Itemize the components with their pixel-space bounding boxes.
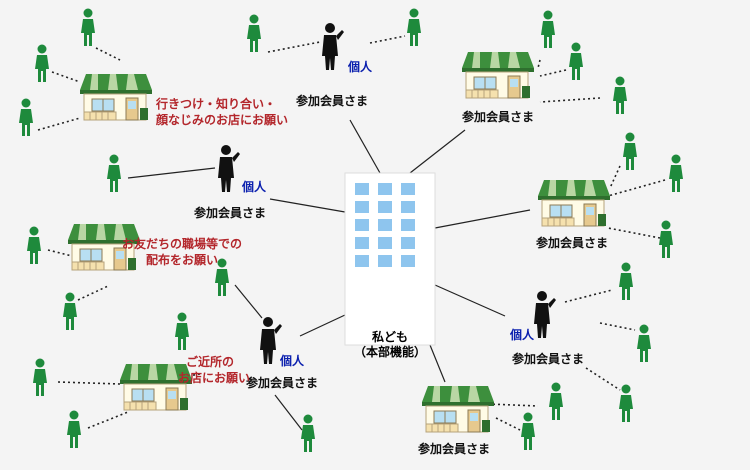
note-line: お友だちの職場等での: [122, 237, 243, 251]
note-line: 行きつけ・知り合い・: [156, 97, 277, 111]
individual-label: 個人: [280, 354, 305, 368]
note-line: ご近所の: [186, 355, 235, 369]
note-line: 顔なじみのお店にお願い: [156, 113, 289, 127]
member-label: 参加会員さま: [246, 376, 319, 390]
headquarters-label: 私ども （本部機能）: [345, 330, 435, 360]
note-line: お店にお願い: [178, 371, 251, 385]
member-label: 参加会員さま: [194, 206, 267, 220]
member-label: 参加会員さま: [296, 94, 369, 108]
headquarters-label-line2: （本部機能）: [353, 345, 426, 359]
individual-label: 個人: [348, 60, 373, 74]
member-label: 参加会員さま: [512, 352, 585, 366]
individual-label: 個人: [510, 328, 535, 342]
headquarters-label-line1: 私ども: [371, 330, 408, 344]
note-workplace: お友だちの職場等での 配布をお願い: [122, 236, 242, 268]
member-label: 参加会員さま: [418, 442, 491, 456]
member-label: 参加会員さま: [536, 236, 609, 250]
headquarters-building: [344, 172, 436, 346]
individual-label: 個人: [242, 180, 267, 194]
note-line: 配布をお願い: [146, 253, 219, 267]
note-neighborhood: ご近所の お店にお願い: [178, 354, 250, 386]
member-label: 参加会員さま: [462, 110, 535, 124]
note-frequent-shops: 行きつけ・知り合い・ 顔なじみのお店にお願い: [156, 96, 288, 128]
